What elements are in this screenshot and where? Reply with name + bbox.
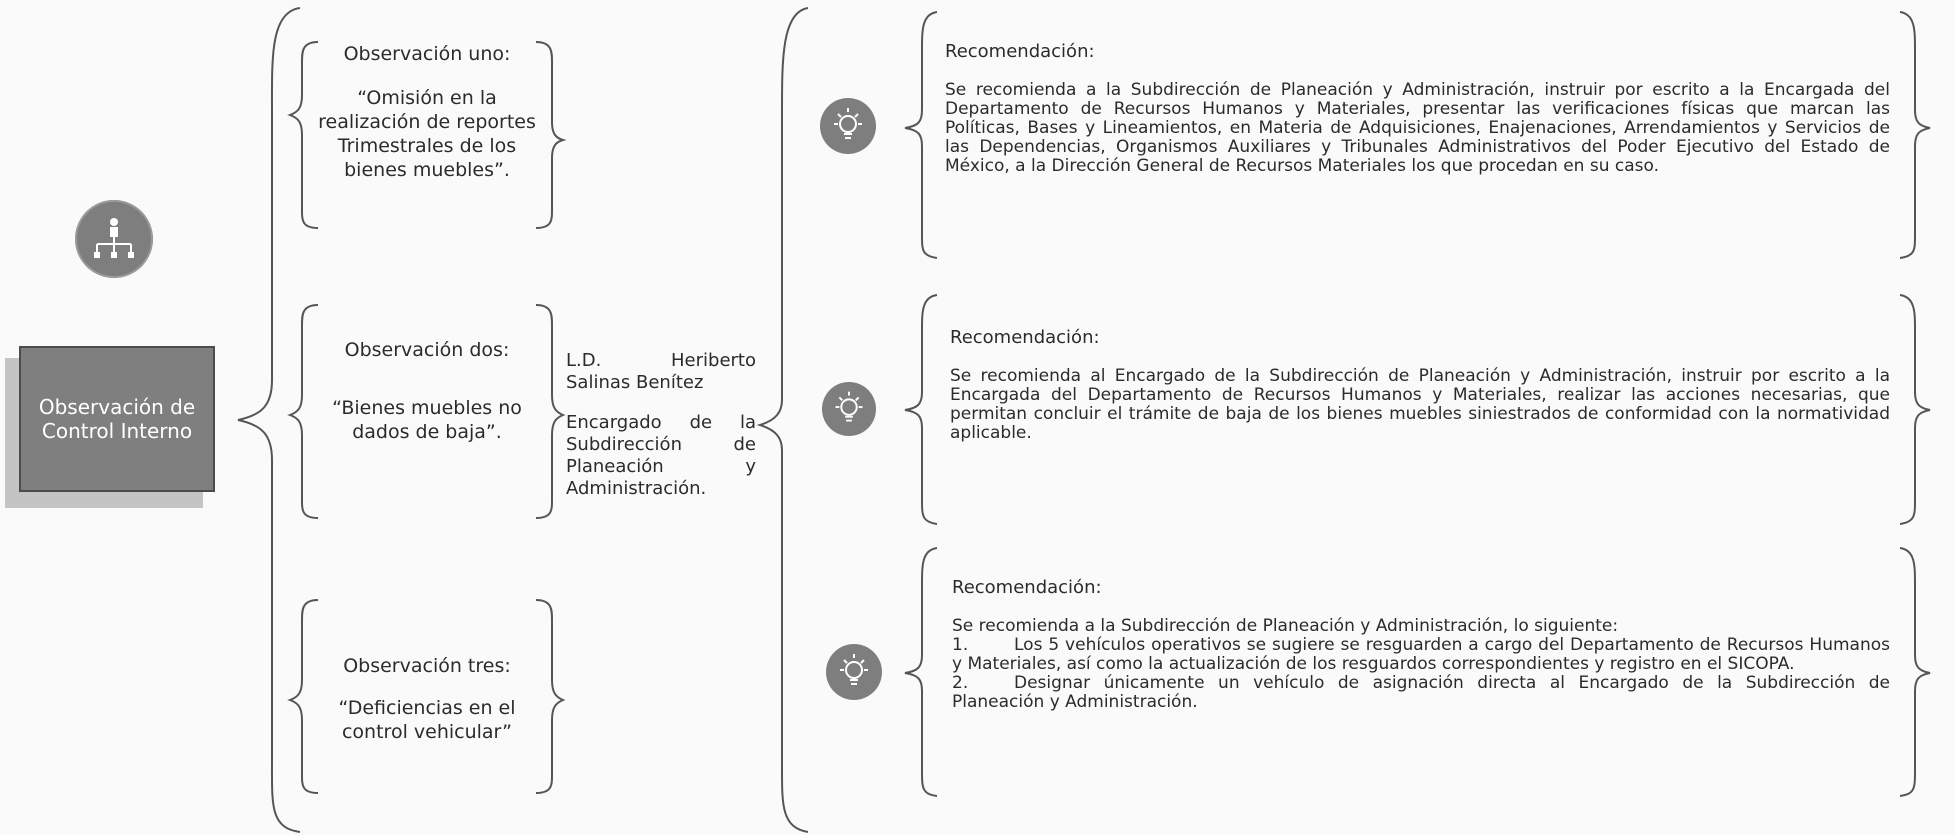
- lightbulb-icon: [822, 382, 876, 436]
- main-topic-box: Observación de Control Interno: [19, 346, 215, 492]
- observation-2: Observación dos: “Bienes muebles no dado…: [318, 338, 536, 444]
- recommendation-body: Se recomienda a la Subdirección de Plane…: [952, 617, 1890, 712]
- recommendation-title: Recomendación:: [950, 327, 1100, 348]
- recommendation-3: Recomendación: Se recomienda a la Subdir…: [952, 578, 1890, 712]
- item-text: Designar únicamente un vehículo de asign…: [952, 673, 1890, 712]
- lightbulb-icon: [820, 98, 876, 154]
- observation-title: Observación dos:: [344, 339, 510, 361]
- recommendation-2: Recomendación: Se recomienda al Encargad…: [950, 328, 1890, 443]
- observation-title: Observación uno:: [343, 43, 511, 65]
- observation-text: “Omisión en la realización de reportes T…: [318, 87, 536, 181]
- responsible-role-line: Subdirección de: [566, 434, 756, 455]
- responsible-name-line: Salinas Benítez: [566, 372, 704, 393]
- recommendation-text: Se recomienda a la Subdirección de Plane…: [945, 80, 1890, 176]
- recommendation-intro: Se recomienda a la Subdirección de Plane…: [952, 616, 1619, 636]
- observation-text: “Bienes muebles no dados de baja”.: [332, 397, 522, 443]
- recommendation-item: 1.Los 5 vehículos operativos se sugiere …: [952, 636, 1890, 674]
- responsible-role-line: Encargado de la: [566, 412, 756, 433]
- recommendation-text: Se recomienda al Encargado de la Subdire…: [950, 366, 1890, 443]
- org-chart-icon: [75, 200, 153, 278]
- item-text: Los 5 vehículos operativos se sugiere se…: [952, 635, 1890, 674]
- lightbulb-icon: [826, 644, 882, 700]
- observation-3: Observación tres: “Deficiencias en el co…: [318, 654, 536, 744]
- main-topic-label: Observación de Control Interno: [38, 395, 196, 443]
- observation-1: Observación uno: “Omisión en la realizac…: [318, 42, 536, 182]
- responsible-name-line: L.D. Heriberto: [566, 350, 756, 371]
- recommendation-title: Recomendación:: [945, 41, 1095, 62]
- recommendation-1: Recomendación: Se recomienda a la Subdir…: [945, 42, 1890, 176]
- recommendation-title: Recomendación:: [952, 577, 1102, 598]
- recommendation-item: 2.Designar únicamente un vehículo de asi…: [952, 674, 1890, 712]
- item-number: 2.: [952, 673, 969, 693]
- item-number: 1.: [952, 635, 969, 655]
- observation-title: Observación tres:: [343, 655, 511, 677]
- observation-text: “Deficiencias en el control vehicular”: [338, 697, 516, 743]
- responsible-person: L.D. Heriberto Salinas Benítez Encargado…: [566, 350, 756, 500]
- responsible-role-line: Planeación y: [566, 456, 756, 477]
- responsible-role-line: Administración.: [566, 478, 707, 499]
